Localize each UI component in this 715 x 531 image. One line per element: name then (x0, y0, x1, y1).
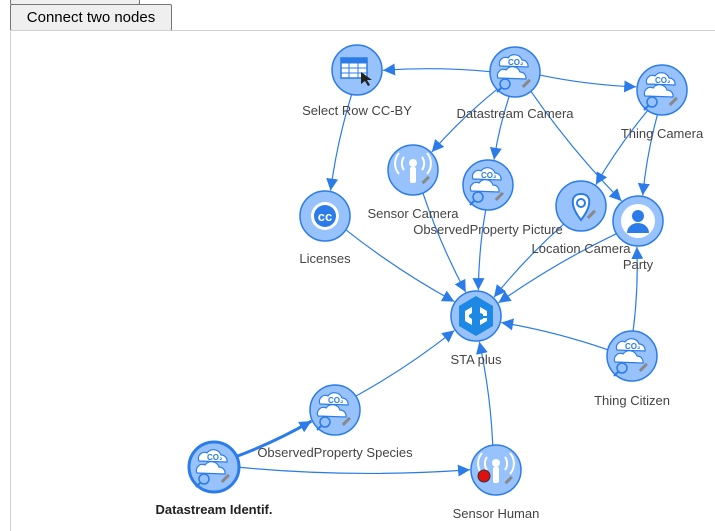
node-label: STA plus (450, 352, 502, 367)
cc-icon: cc (311, 202, 339, 230)
co2-cloud-icon: CO₂ (316, 392, 351, 431)
edge-select_row-to-licenses[interactable] (326, 94, 353, 191)
edge-thing_camera-to-location_camera[interactable] (595, 110, 649, 185)
edge-licenses-to-sta_plus[interactable] (345, 229, 455, 303)
node-select-row[interactable] (331, 44, 383, 96)
edge-ds_identif-to-obs_prop_species[interactable] (236, 419, 313, 458)
edge-location_camera-to-sta_plus[interactable] (493, 223, 565, 298)
node-location-camera[interactable] (555, 180, 607, 232)
edge-sensor_camera-to-sta_plus[interactable] (422, 192, 467, 293)
node-thing-citizen[interactable]: CO₂ (606, 330, 658, 382)
node-party[interactable] (612, 195, 664, 247)
edge-thing_citizen-to-sta_plus[interactable] (501, 318, 608, 351)
node-label: Licenses (299, 251, 351, 266)
node-thing-camera[interactable]: CO₂ (636, 64, 688, 116)
edge-ds_camera-to-party[interactable] (530, 90, 622, 202)
svg-text:CO₂: CO₂ (655, 76, 671, 85)
node-ds-camera[interactable]: CO₂ (489, 46, 541, 98)
node-sensor-camera[interactable] (387, 144, 439, 196)
edges-layer (236, 63, 659, 477)
node-label: Thing Camera (621, 126, 704, 141)
location-pin-icon (571, 192, 596, 222)
edge-obs_prop_species-to-sta_plus[interactable] (355, 329, 455, 397)
svg-text:CO₂: CO₂ (328, 396, 344, 405)
node-sta-plus[interactable] (450, 290, 502, 342)
edge-sensor_human-to-sta_plus[interactable] (476, 341, 494, 446)
svg-text:CO₂: CO₂ (481, 171, 497, 180)
node-label: ObservedProperty Picture (413, 222, 563, 237)
node-label: Select Row CC-BY (302, 103, 412, 118)
svg-text:CO₂: CO₂ (207, 453, 223, 462)
node-ds-identif[interactable]: CO₂ (187, 440, 241, 494)
table-select-icon (340, 57, 372, 86)
edge-obs_prop_picture-to-sta_plus[interactable] (472, 209, 487, 291)
node-obs-prop-picture[interactable]: CO₂ (462, 159, 514, 211)
node-label: Party (623, 257, 654, 272)
node-licenses[interactable]: cc (299, 190, 351, 242)
edge-ds_camera-to-obs_prop_picture[interactable] (489, 96, 510, 160)
svg-text:CO₂: CO₂ (625, 342, 641, 351)
edge-ds_identif-to-sensor_human[interactable] (238, 464, 471, 477)
node-label: ObservedProperty Species (257, 445, 413, 460)
node-label: Sensor Camera (367, 206, 459, 221)
co2-cloud-icon: CO₂ (613, 338, 648, 377)
node-label: Sensor Human (453, 506, 540, 521)
svg-text:CO₂: CO₂ (508, 58, 524, 67)
edge-thing_camera-to-party[interactable] (637, 114, 659, 196)
node-obs-prop-species[interactable]: CO₂ (309, 384, 361, 436)
sensor-icon (394, 152, 432, 185)
sensor-icon (477, 452, 515, 485)
node-label: Location Camera (532, 241, 632, 256)
node-label: Thing Citizen (594, 393, 670, 408)
network-canvas[interactable] (10, 30, 715, 531)
node-label: Datastream Identif. (155, 502, 272, 517)
edge-ds_camera-to-sensor_camera[interactable] (431, 88, 498, 153)
edge-ds_camera-to-select_row[interactable] (382, 63, 491, 76)
co2-cloud-icon: CO₂ (496, 54, 531, 93)
gc-logo-icon (459, 296, 493, 336)
co2-cloud-icon: CO₂ (643, 72, 678, 111)
edge-ds_camera-to-thing_camera[interactable] (539, 74, 637, 93)
person-icon (621, 204, 655, 238)
svg-text:cc: cc (318, 209, 332, 224)
node-sensor-human[interactable] (470, 444, 522, 496)
node-label: Datastream Camera (456, 106, 574, 121)
co2-cloud-icon: CO₂ (195, 449, 230, 488)
edge-party-to-sta_plus[interactable] (498, 233, 617, 304)
co2-cloud-icon: CO₂ (469, 167, 504, 206)
edge-thing_citizen-to-party[interactable] (631, 246, 644, 332)
